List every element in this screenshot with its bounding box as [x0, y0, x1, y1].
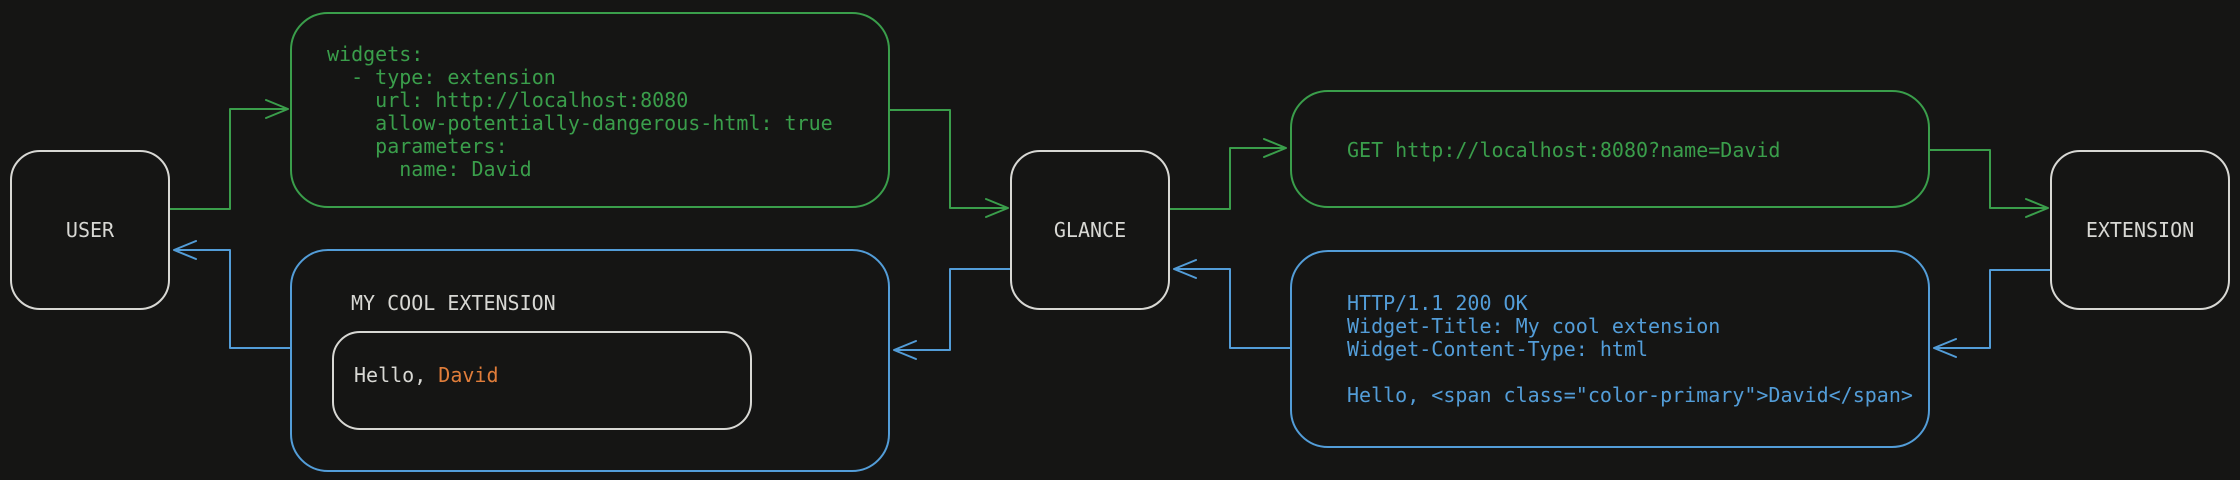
widget-preview-title: MY COOL EXTENSION: [351, 291, 556, 315]
http-response-code: HTTP/1.1 200 OK Widget-Title: My cool ex…: [1347, 291, 1913, 407]
arrow-widget-to-user: [173, 240, 291, 349]
config-yaml-box: widgets: - type: extension url: http://l…: [290, 12, 890, 208]
node-glance-label: GLANCE: [1053, 218, 1127, 242]
arrow-config-to-glance: [889, 109, 1009, 218]
http-request-box: GET http://localhost:8080?name=David: [1290, 90, 1930, 208]
arrow-glance-to-widget: [893, 268, 1011, 360]
node-user-label: USER: [65, 218, 115, 242]
widget-greeting: Hello, David: [354, 364, 499, 387]
http-request-code: GET http://localhost:8080?name=David: [1347, 138, 1781, 162]
http-response-box: HTTP/1.1 200 OK Widget-Title: My cool ex…: [1290, 250, 1930, 448]
arrow-request-to-extension: [1929, 149, 2049, 218]
greeting-name: David: [438, 363, 499, 387]
node-extension-label: EXTENSION: [2085, 218, 2195, 242]
widget-preview-box: MY COOL EXTENSION Hello, David: [290, 249, 890, 472]
node-glance: GLANCE: [1010, 150, 1170, 310]
arrow-extension-to-response: [1933, 269, 2051, 358]
arrow-glance-to-request: [1169, 138, 1287, 210]
node-extension: EXTENSION: [2050, 150, 2230, 310]
config-yaml-code: widgets: - type: extension url: http://l…: [327, 42, 833, 181]
greeting-prefix: Hello,: [354, 363, 439, 387]
arrow-user-to-config: [169, 99, 289, 210]
node-user: USER: [10, 150, 170, 310]
widget-greeting-card: Hello, David: [332, 331, 752, 430]
arrow-response-to-glance: [1173, 259, 1291, 349]
